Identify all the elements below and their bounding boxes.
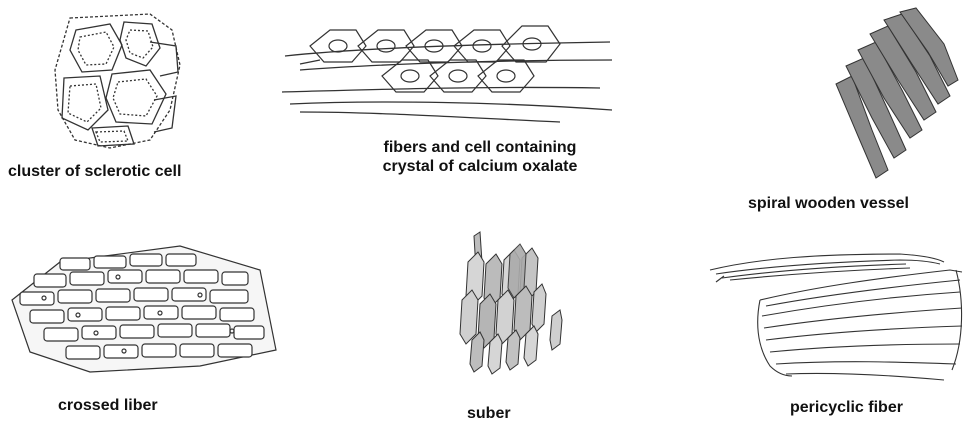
caption-crossed-liber: crossed liber: [58, 396, 158, 415]
caption-pericyclic-fiber: pericyclic fiber: [790, 398, 903, 417]
caption-fibers-line-1: fibers and cell containing: [330, 138, 630, 157]
caption-spiral-vessel: spiral wooden vessel: [748, 194, 909, 213]
caption-sclerotic-cells: cluster of sclerotic cell: [8, 162, 181, 181]
spiral-vessel-drawing: [836, 8, 958, 178]
caption-fibers-line-2: crystal of calcium oxalate: [330, 157, 630, 176]
caption-fibers-oxalate: fibers and cell containing crystal of ca…: [330, 138, 630, 176]
fibers-oxalate-drawing: [282, 26, 612, 122]
caption-suber: suber: [467, 404, 511, 423]
sclerotic-cell-cluster-drawing: [55, 14, 180, 148]
crossed-liber-drawing: [12, 246, 276, 372]
pericyclic-fiber-drawing: [710, 254, 962, 380]
suber-drawing: [460, 232, 562, 374]
